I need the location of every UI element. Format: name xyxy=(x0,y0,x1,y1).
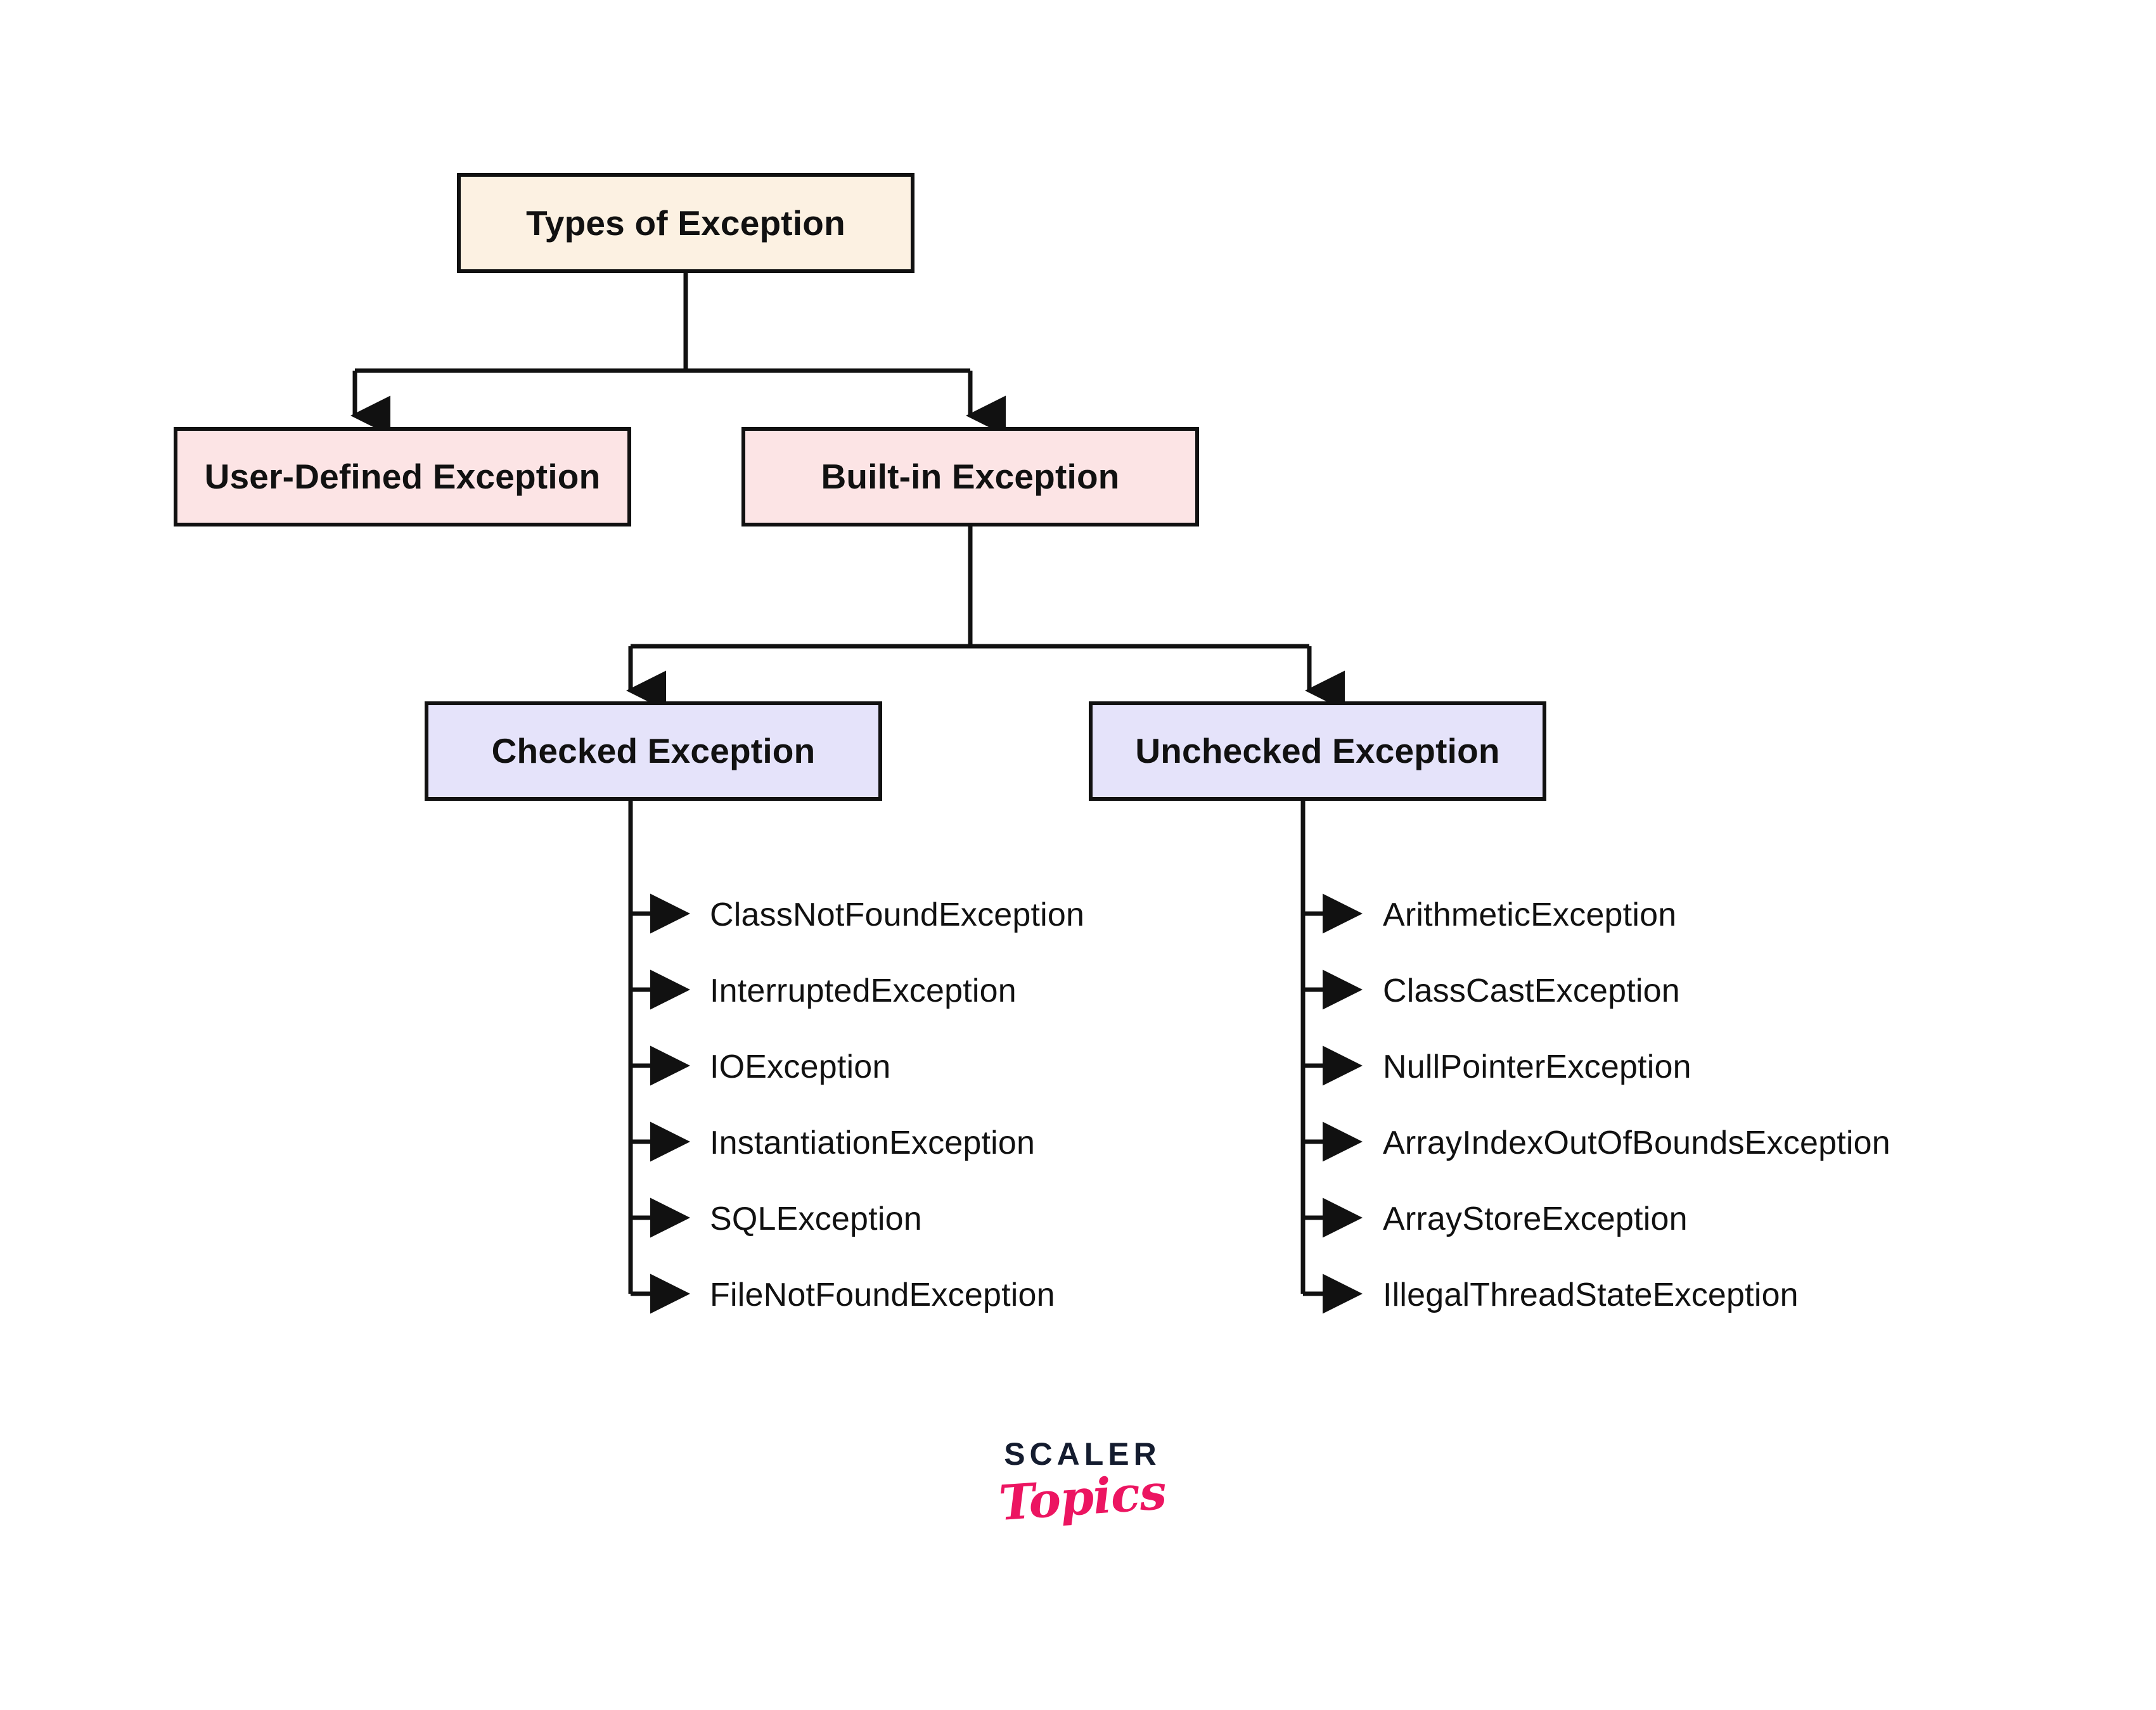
node-label-root: Types of Exception xyxy=(526,203,845,243)
leaf-item: IOException xyxy=(710,1049,891,1085)
logo-topics-wordmark: Topics xyxy=(997,1463,1168,1532)
node-checked-exception: Checked Exception xyxy=(425,701,882,801)
leaf-item: InterruptedException xyxy=(710,973,1017,1009)
node-label-unchecked: Unchecked Exception xyxy=(1135,731,1500,771)
leaf-item: IllegalThreadStateException xyxy=(1383,1277,1799,1313)
node-types-of-exception: Types of Exception xyxy=(457,173,914,273)
node-label-checked: Checked Exception xyxy=(491,731,816,771)
node-label-user-defined: User-Defined Exception xyxy=(204,457,601,497)
leaf-item: ArrayStoreException xyxy=(1383,1201,1688,1237)
node-builtin-exception: Built-in Exception xyxy=(741,427,1199,526)
leaf-item: FileNotFoundException xyxy=(710,1277,1055,1313)
leaf-item: ArithmeticException xyxy=(1383,896,1677,933)
node-user-defined-exception: User-Defined Exception xyxy=(174,427,631,526)
node-unchecked-exception: Unchecked Exception xyxy=(1089,701,1546,801)
logo-scaler-wordmark: SCALER xyxy=(1004,1436,1161,1472)
leaf-item: ClassNotFoundException xyxy=(710,896,1085,933)
leaf-item: NullPointerException xyxy=(1383,1049,1691,1085)
node-label-builtin: Built-in Exception xyxy=(821,457,1120,497)
leaf-item: ArrayIndexOutOfBoundsException xyxy=(1383,1125,1890,1161)
leaf-item: SQLException xyxy=(710,1201,922,1237)
leaf-item: ClassCastException xyxy=(1383,973,1680,1009)
scaler-topics-logo: SCALER Topics xyxy=(981,1436,1184,1531)
leaf-item: InstantiationException xyxy=(710,1125,1036,1161)
